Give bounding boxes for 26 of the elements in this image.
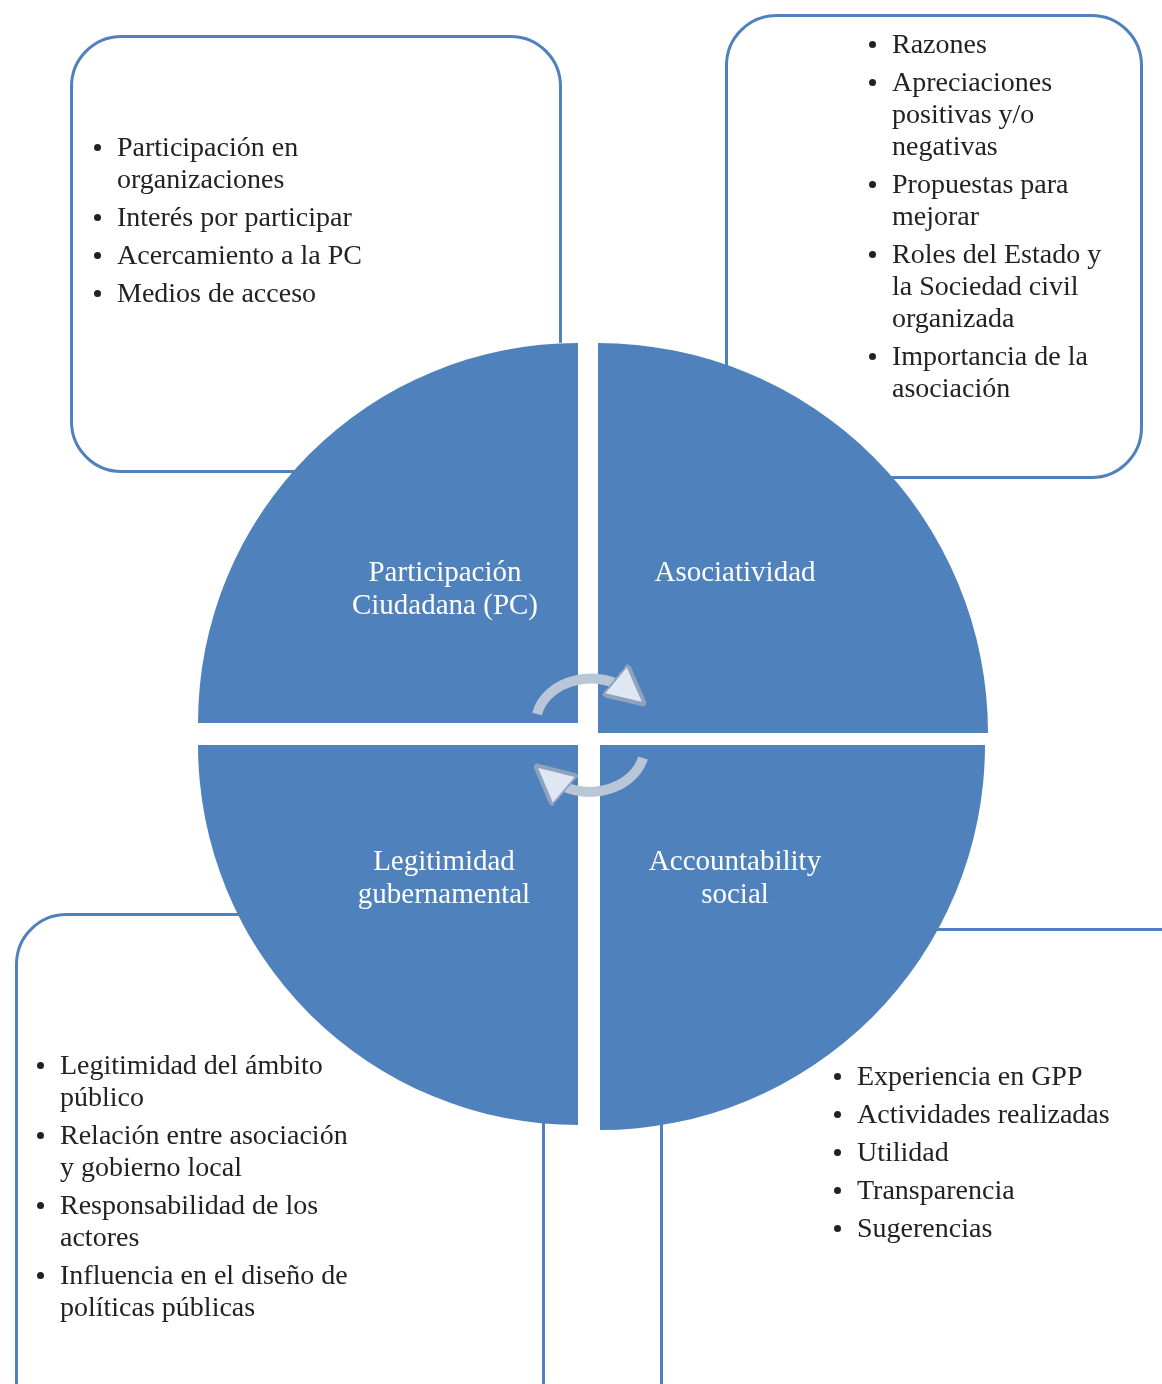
quadrant-label: Participación Ciudadana (PC) (350, 555, 540, 621)
list-item: Legitimidad del ámbito público (60, 1049, 324, 1113)
quadrant-label: Accountability social (647, 844, 823, 910)
list-item: Importancia de la asociación (892, 340, 1089, 404)
quadrant-label: Legitimidad gubernamental (356, 844, 532, 910)
list-item: Interés por participar (117, 201, 352, 233)
list-item: Actividades realizadas (857, 1098, 1110, 1130)
list-item: Roles del Estado y la Sociedad civil organizada (892, 238, 1103, 334)
list-item: Transparencia (857, 1174, 1015, 1206)
list-item: Apreciaciones positivas y/o negativas (892, 66, 1054, 162)
list-item: Utilidad (857, 1136, 949, 1168)
list-item: Propuestas para mejorar (892, 168, 1070, 232)
rounded-text-box (15, 913, 545, 1384)
list-item: Influencia en el diseño de políticas públicas (60, 1259, 349, 1323)
list-item: Responsabilidad de los actores (60, 1189, 320, 1253)
list-item: Experiencia en GPP (857, 1060, 1083, 1092)
list-item: Participación en organizaciones (117, 131, 300, 195)
rounded-text-box (660, 928, 1162, 1384)
list-item: Acercamiento a la PC (117, 239, 362, 271)
quadrant-label: Asociatividad (653, 555, 817, 588)
list-item: Medios de acceso (117, 277, 317, 309)
curved-arrow (532, 662, 649, 716)
list-item: Razones (892, 28, 987, 60)
list-item: Relación entre asociación y gobierno local (60, 1119, 349, 1183)
curved-arrow (532, 756, 648, 808)
list-item: Sugerencias (857, 1212, 993, 1244)
